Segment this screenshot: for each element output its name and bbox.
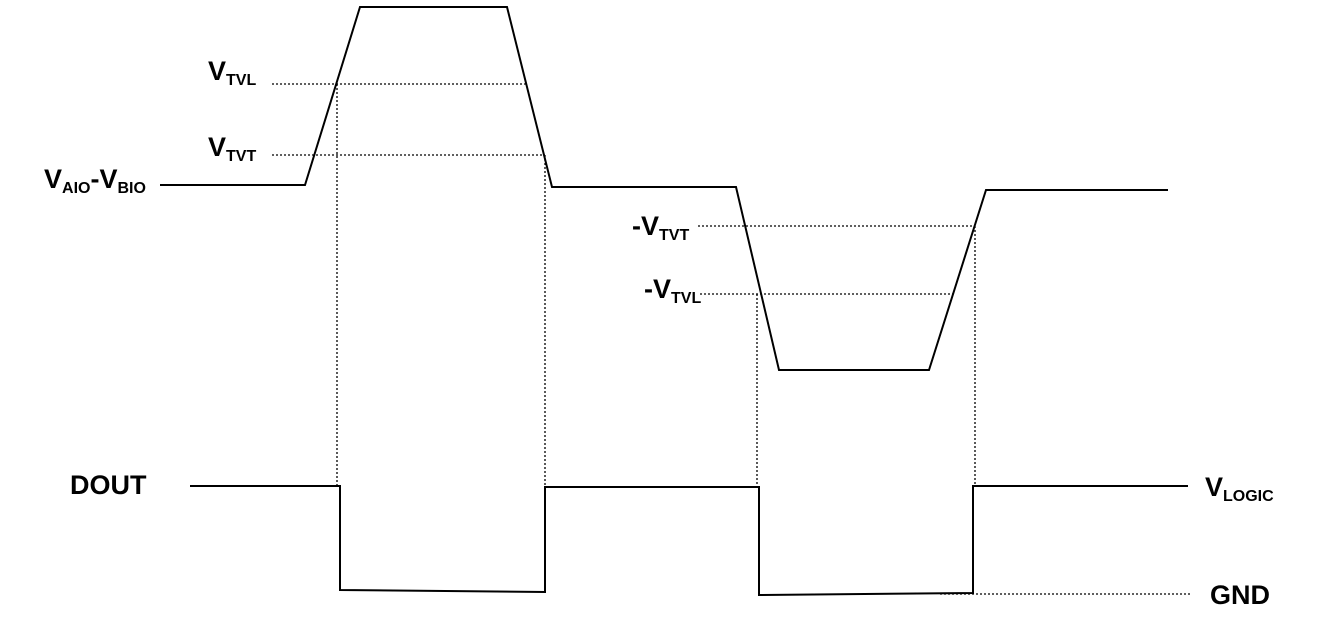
neg-vtvl-label: -VTVL xyxy=(644,274,701,307)
dout-label: DOUT xyxy=(70,470,147,500)
vtvt-label: VTVT xyxy=(208,132,256,165)
gnd-label: GND xyxy=(1210,580,1270,610)
analog-input-waveform xyxy=(160,6,1168,371)
dout-waveform xyxy=(190,485,1188,597)
neg-vtvt-label: -VTVT xyxy=(632,211,689,244)
vaio-vbio-label: VAIO-VBIO xyxy=(44,164,146,197)
vtvl-label: VTVL xyxy=(208,56,256,89)
vlogic-label: VLOGIC xyxy=(1205,472,1274,505)
